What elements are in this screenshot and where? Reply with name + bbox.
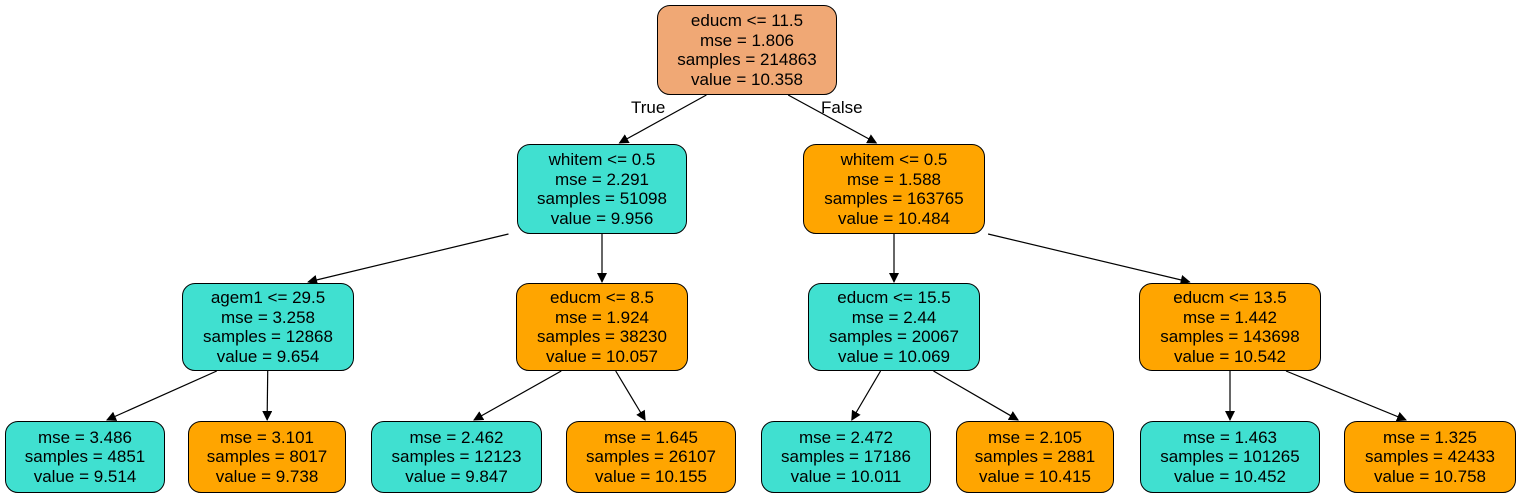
- node-line: value = 10.155: [594, 466, 707, 486]
- node-line: samples = 20067: [829, 327, 959, 346]
- node-line: educm <= 8.5: [550, 288, 654, 307]
- tree-edge-ll-llr: [262, 370, 273, 421]
- node-line: samples = 12123: [391, 447, 522, 467]
- edge-label-false: False: [821, 98, 863, 117]
- node-line: mse = 2.44: [851, 307, 937, 327]
- node-line: mse = 1.806: [699, 30, 795, 50]
- node-line: value = 10.011: [790, 466, 902, 486]
- node-line: mse = 2.462: [409, 427, 504, 447]
- node-line: mse = 1.463: [1182, 427, 1278, 447]
- node-line: whitem <= 0.5: [548, 150, 656, 169]
- node-line: value = 9.738: [215, 466, 319, 486]
- node-line: value = 10.415: [978, 466, 1091, 486]
- tree-edge-lr-lrl: [473, 370, 562, 421]
- node-line: samples = 42433: [1365, 447, 1495, 467]
- node-line: value = 9.847: [405, 466, 508, 486]
- node-line: mse = 2.291: [554, 169, 650, 189]
- node-line: samples = 143698: [1160, 327, 1300, 346]
- node-line: value = 10.484: [837, 208, 950, 228]
- tree-edge-ll-lll: [106, 370, 218, 421]
- edge-label-true: True: [631, 98, 666, 117]
- node-line: value = 10.758: [1373, 466, 1486, 486]
- node-line: samples = 38230: [537, 327, 667, 346]
- node-line: value = 10.069: [837, 346, 950, 366]
- node-line: mse = 3.101: [219, 427, 315, 447]
- node-line: whitem <= 0.5: [840, 150, 948, 169]
- node-line: samples = 101265: [1160, 447, 1300, 467]
- node-line: samples = 51098: [537, 189, 667, 208]
- node-line: samples = 26107: [586, 447, 716, 467]
- node-line: mse = 3.258: [220, 307, 316, 327]
- node-line: value = 10.452: [1173, 466, 1286, 486]
- node-line: samples = 8017: [206, 447, 328, 467]
- node-line: value = 10.542: [1173, 346, 1286, 366]
- node-line: value = 10.057: [545, 346, 658, 366]
- node-line: educm <= 11.5: [690, 11, 804, 30]
- node-line: mse = 2.472: [798, 427, 894, 447]
- node-line: mse = 1.325: [1382, 427, 1478, 447]
- node-line: samples = 4851: [24, 447, 146, 467]
- tree-edge-rr-rrr: [1285, 370, 1407, 422]
- node-line: mse = 3.486: [37, 427, 133, 447]
- tree-edge-rl-rll: [851, 370, 882, 421]
- node-line: educm <= 13.5: [1173, 288, 1287, 307]
- node-line: samples = 17186: [781, 447, 911, 467]
- node-line: samples = 214863: [677, 50, 817, 69]
- node-line: mse = 1.924: [554, 307, 650, 327]
- node-line: value = 9.956: [550, 208, 654, 228]
- node-line: value = 10.358: [690, 69, 803, 89]
- node-line: value = 9.514: [33, 466, 137, 486]
- node-line: samples = 163765: [824, 189, 964, 208]
- node-line: mse = 1.588: [846, 169, 942, 189]
- node-line: agem1 <= 29.5: [210, 288, 326, 307]
- node-line: mse = 1.645: [603, 427, 699, 447]
- node-line: samples = 2881: [974, 447, 1096, 467]
- node-line: value = 9.654: [216, 346, 320, 366]
- tree-edge-l-ll: [307, 233, 509, 285]
- tree-edge-r-rr: [987, 233, 1191, 285]
- node-line: mse = 1.442: [1182, 307, 1278, 327]
- node-line: mse = 2.105: [987, 427, 1083, 447]
- tree-edge-rl-rlr: [933, 370, 1019, 421]
- tree-edge-root-r: [787, 94, 878, 144]
- node-line: educm <= 15.5: [837, 288, 951, 307]
- tree-edge-root-l: [618, 94, 707, 144]
- tree-edge-lr-lrr: [615, 370, 646, 421]
- node-line: samples = 12868: [203, 327, 333, 346]
